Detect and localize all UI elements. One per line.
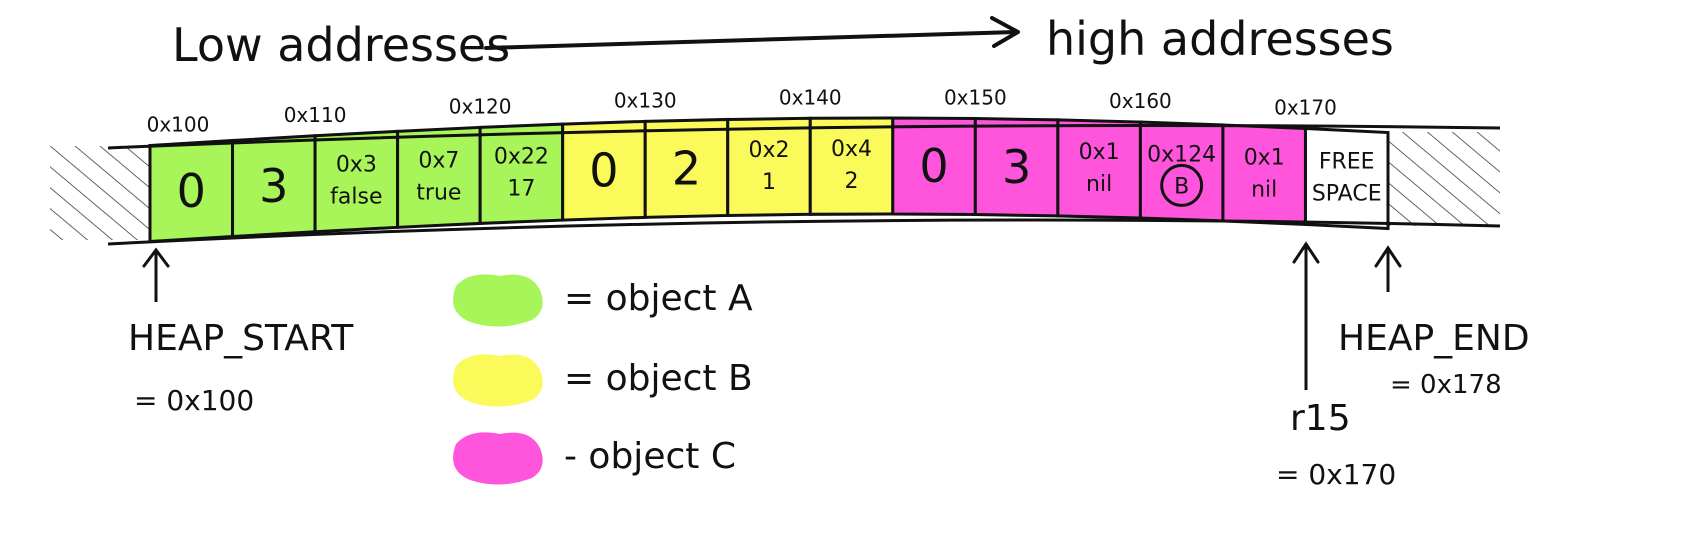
cell-line2: 2 (845, 169, 859, 194)
memory-cell: 0x1 nil (1221, 123, 1307, 227)
cell-line1: 0x4 (831, 137, 872, 162)
memory-cell: 0x7 true (396, 125, 482, 229)
cell-line1: 0x7 (418, 148, 459, 173)
cell-line1: 0x124 (1147, 142, 1216, 167)
cell-value: 0 (177, 164, 206, 218)
address-label: 0x140 (779, 85, 842, 109)
address-label: 0x150 (944, 86, 1007, 110)
legend-swatch (453, 274, 543, 327)
high-addresses-label: high addresses (1046, 12, 1394, 66)
cell-line2: nil (1251, 178, 1277, 203)
address-label: 0x100 (147, 112, 210, 136)
memory-cell: 2 (643, 117, 730, 219)
cell-value: 3 (1002, 140, 1031, 194)
heap-end-name: HEAP_END (1338, 318, 1530, 359)
cell-line2: 1 (762, 170, 776, 195)
legend-swatch (453, 354, 543, 407)
hatched-region-left (50, 146, 150, 240)
legend-label-c: - object C (564, 436, 736, 477)
legend-swatch (453, 432, 543, 485)
heap-start-arrow (142, 247, 170, 302)
address-label: 0x170 (1274, 95, 1337, 119)
cell-line1: 0x1 (1244, 146, 1285, 171)
memory-cell: 0x3 false (313, 129, 400, 234)
memory-cell: 0x1 nil (1056, 118, 1142, 220)
heap-end-arrow (1374, 245, 1402, 292)
address-label: 0x110 (284, 103, 347, 127)
cell-value: 2 (672, 141, 701, 195)
memory-cell: FREE SPACE (1303, 126, 1390, 231)
legend-label-a: = object A (564, 278, 753, 319)
memory-cell: 0 (561, 119, 647, 222)
cell-line2: SPACE (1312, 181, 1382, 206)
memory-cell: 3 (231, 134, 317, 239)
pointer-circle (1160, 163, 1204, 207)
heap-start-value: = 0x100 (134, 384, 255, 417)
r15-value: = 0x170 (1276, 458, 1397, 491)
hatched-region-right (1388, 132, 1500, 226)
r15-name: r15 (1290, 398, 1351, 439)
cell-line2: true (416, 180, 461, 205)
cell-value: 0 (919, 139, 948, 193)
cell-line2: 17 (507, 177, 535, 202)
memory-cell: 0x22 17 (478, 122, 565, 225)
cell-line2: nil (1086, 172, 1112, 197)
cell-line2: B (1174, 174, 1189, 199)
cell-value: 3 (259, 159, 288, 213)
memory-cell: 3 (973, 117, 1060, 218)
cell-line1: 0x3 (336, 153, 377, 178)
heap-end-value: = 0x178 (1390, 370, 1502, 400)
address-label: 0x120 (449, 94, 512, 118)
memory-cell: 0 (891, 116, 977, 217)
cell-line2: false (330, 185, 382, 210)
memory-cell: 0 (148, 138, 235, 244)
legend-label-b: = object B (564, 358, 753, 399)
cell-value: 0 (589, 144, 618, 198)
cell-line1: FREE (1319, 149, 1375, 174)
heap-start-name: HEAP_START (128, 318, 354, 359)
low-addresses-label: Low addresses (172, 18, 511, 72)
cell-line1: 0x1 (1079, 140, 1120, 165)
address-label: 0x160 (1109, 89, 1172, 113)
cell-line1: 0x2 (748, 138, 789, 163)
cell-line1: 0x22 (494, 145, 549, 170)
r15-arrow (1292, 241, 1320, 390)
address-label: 0x130 (614, 88, 677, 112)
